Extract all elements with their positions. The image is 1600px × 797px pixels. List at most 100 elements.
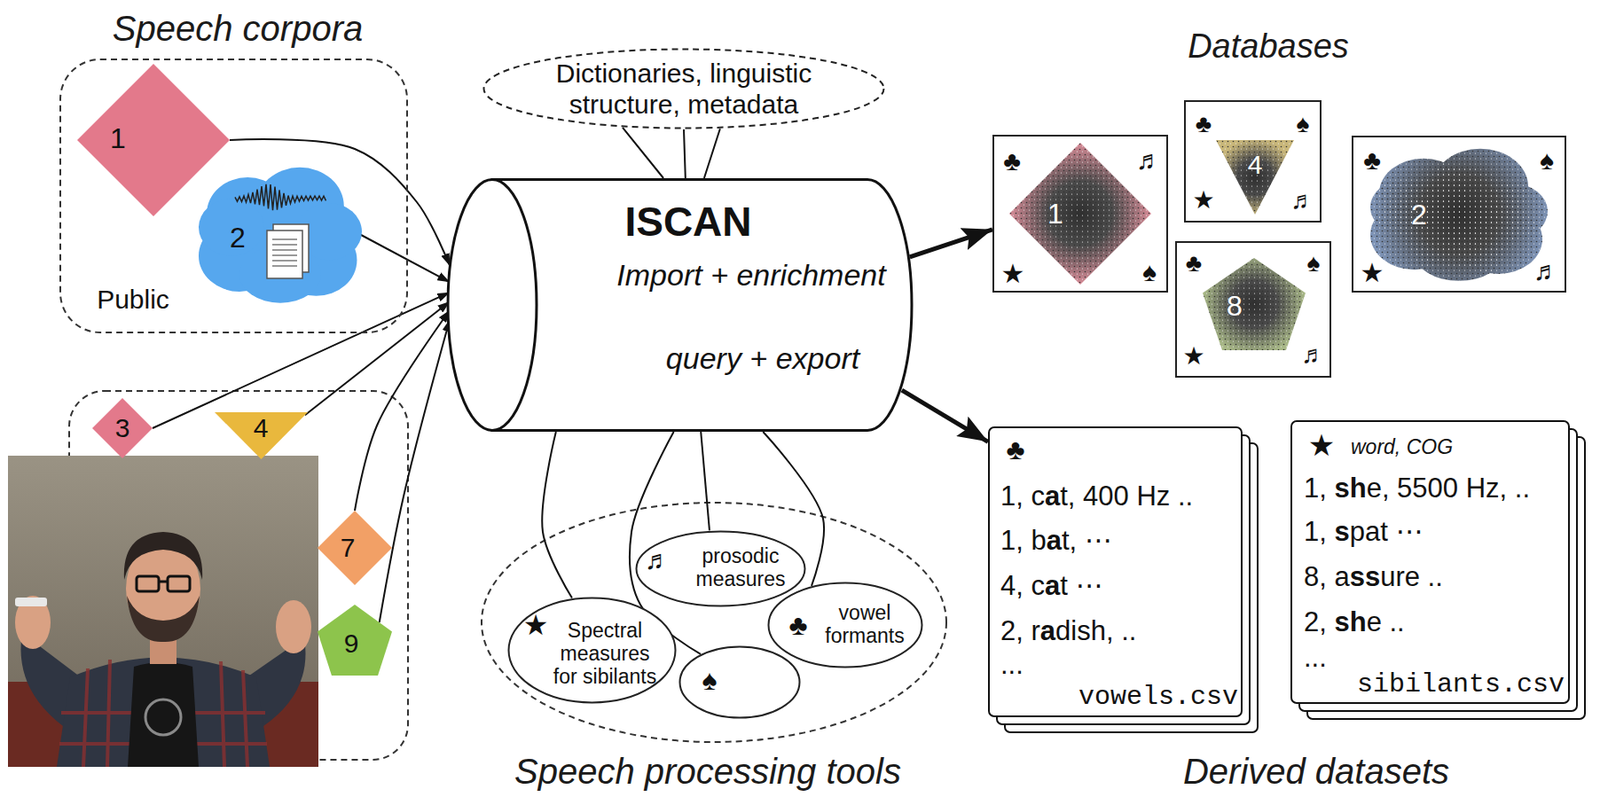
corpus-diamond: 7 <box>317 510 393 586</box>
node-text: 1 <box>109 122 126 156</box>
shape-texture <box>1370 149 1548 282</box>
shape-fill <box>92 398 153 459</box>
node-text: ♬ <box>1301 340 1326 369</box>
photo-glasses <box>136 576 159 592</box>
shape-fill <box>1370 179 1442 236</box>
node-text: 1, bat, ⋯ <box>1000 525 1113 557</box>
node-text: 9 <box>344 628 360 660</box>
node-text: 1, she, 5500 Hz, .. <box>1303 472 1530 505</box>
text-run: 1, b <box>1000 525 1047 557</box>
document-icon-line <box>272 238 298 241</box>
node-text: Dictionaries, linguistic structure, meta… <box>537 58 831 120</box>
database-diamond: 1 <box>1009 142 1152 285</box>
node-text: 2 <box>229 221 246 255</box>
shape-texture <box>1215 140 1295 215</box>
shape-fill <box>317 604 393 676</box>
document-icon-line <box>272 265 298 267</box>
shape-fill <box>92 398 153 459</box>
text-run: t, 400 Hz .. <box>1059 480 1193 512</box>
shape-texture <box>1009 142 1152 285</box>
connector <box>379 319 450 623</box>
shape-outline <box>678 645 801 720</box>
cylinder-body <box>492 180 912 432</box>
node-text: 1 <box>1047 197 1064 231</box>
photo-wall <box>7 455 319 768</box>
shape-texture <box>1414 225 1504 282</box>
node-text: ♣ <box>1185 249 1202 278</box>
shape-fill <box>214 412 308 460</box>
corpus-group: Public 1 2 <box>59 58 408 334</box>
node-text: ... <box>1303 642 1327 675</box>
document-icon-line <box>272 259 298 262</box>
card-border <box>993 135 1168 292</box>
node-text: ♬ <box>1290 186 1316 215</box>
corpus-diamond: 3 <box>92 398 153 459</box>
node-text: Import + enrichment <box>616 258 886 293</box>
node-text: ♠ <box>1142 257 1157 289</box>
shape-outline <box>1202 258 1306 351</box>
text-run: 2, r <box>1000 615 1041 647</box>
node-text: 3 <box>115 413 131 445</box>
node-text: Public <box>96 284 170 316</box>
text-run: a <box>1044 570 1060 602</box>
section-heading: Derived datasets <box>1183 753 1450 790</box>
shape-fill <box>77 63 230 217</box>
section-heading: Speech corpora <box>112 10 363 47</box>
shape-fill <box>214 412 308 460</box>
text-run: 1, c <box>1000 480 1045 512</box>
shape-texture <box>1215 140 1295 215</box>
shape-fill <box>1414 225 1504 282</box>
shape-texture <box>1009 142 1152 285</box>
text-run: t ⋯ <box>1059 570 1103 602</box>
node-text: 1, cat, 400 Hz .. <box>1000 480 1193 513</box>
database-card: ♣♠★♬2 <box>1351 135 1567 293</box>
ellipse-border <box>768 583 923 668</box>
dataset-file: ★ word, COG 1, she, 5500 Hz, .. 1, spat ⋯ 8,… <box>1290 420 1586 721</box>
ellipse-border <box>636 532 806 607</box>
node-text: ★ <box>1192 186 1215 215</box>
corpus-pentagon: 9 <box>317 604 393 676</box>
shape-outline <box>1370 144 1548 284</box>
node-text: sibilants.csv <box>1356 669 1565 701</box>
corpus-diamond: 1 <box>77 63 230 217</box>
section-heading: Databases <box>1187 29 1350 63</box>
connector <box>622 127 721 179</box>
database-card: ♣♠★♬8 <box>1175 241 1332 378</box>
connector <box>541 431 573 599</box>
text-run: a <box>1040 615 1056 647</box>
shape-fill <box>198 167 362 304</box>
shape-fill <box>317 604 393 676</box>
node-text: 1, spat ⋯ <box>1303 516 1423 549</box>
shape-fill <box>1476 183 1548 240</box>
card-border <box>1352 136 1566 292</box>
photo-glasses <box>158 580 168 584</box>
shape-fill <box>317 510 393 586</box>
node-text: ♣ <box>1003 146 1021 178</box>
node-text: ISCAN <box>624 198 752 246</box>
ellipse-border <box>680 647 800 719</box>
photo-plaid <box>59 659 267 768</box>
node-text: ♣ <box>1363 145 1381 177</box>
text-run: pat ⋯ <box>1349 516 1424 548</box>
shape-fill <box>1215 140 1295 215</box>
ellipse-border <box>509 598 676 704</box>
text-run: 1, <box>1303 472 1334 504</box>
node-text: ♠ <box>1296 109 1310 139</box>
node-text: Spectral measures for sibilants <box>550 619 659 689</box>
node-text: word, COG <box>1350 435 1453 459</box>
tool-ellipse: ♬prosodic measures <box>635 530 807 608</box>
database-triangle: 4 <box>1215 140 1295 215</box>
shape-outline <box>1009 142 1152 285</box>
node-text: 2, radish, .. <box>1000 615 1137 648</box>
node-text: ★ <box>1308 428 1335 463</box>
card-border <box>1176 242 1331 377</box>
shape-texture <box>1476 183 1548 240</box>
document-icon-line <box>272 249 298 251</box>
connector <box>360 235 450 283</box>
tools-group-outline <box>481 502 947 743</box>
node-text: 7 <box>340 533 356 565</box>
node-text: 8, assure .. <box>1303 561 1444 594</box>
dataset-file: ♣1, cat, 400 Hz ..1, bat, ⋯4, cat ⋯2, ra… <box>988 426 1259 734</box>
node-text: vowels.csv <box>1078 682 1239 714</box>
